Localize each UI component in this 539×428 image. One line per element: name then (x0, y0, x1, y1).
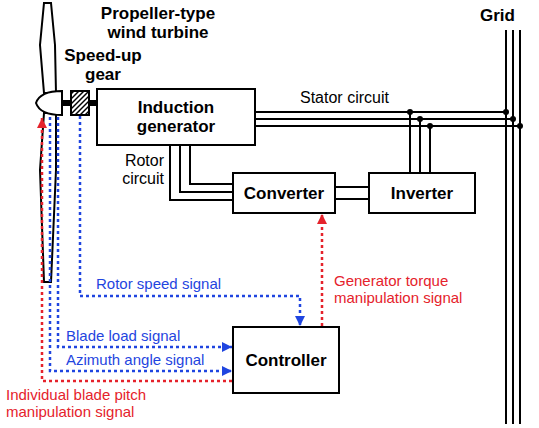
node-label: Controller (245, 351, 326, 370)
controller-box: Controller (232, 326, 340, 394)
inverter-box: Inverter (368, 172, 476, 214)
node-label: Inverter (391, 184, 453, 203)
edge-label: Rotor circuit (96, 152, 164, 188)
turbine-title: Propeller-type wind turbine (88, 4, 228, 42)
grid-title: Grid (480, 6, 515, 25)
junction-dot (517, 123, 523, 129)
signal-label: Blade load signal (66, 327, 180, 344)
junction-dot (503, 109, 509, 115)
node-label: Speed-up gear (58, 46, 148, 84)
stator-wires (256, 112, 520, 126)
edge-label: Rotor speed signal (96, 275, 221, 292)
dc-link-wires (336, 187, 368, 199)
node-label: Converter (244, 184, 324, 203)
edge-label: Generator torque manipulation signal (334, 272, 494, 306)
main-shaft (62, 100, 70, 106)
junction-dots (407, 109, 523, 129)
upper-blade (40, 3, 56, 93)
signal-label: Individual blade pitch manipulation sign… (6, 386, 186, 420)
torque-signal-line (321, 214, 324, 326)
circuit-label: Stator circuit (300, 89, 389, 107)
speed-signal-line (80, 116, 300, 326)
azimuth-wire (50, 117, 232, 371)
gear-hatch (70, 90, 90, 116)
rotor-wires (170, 146, 232, 200)
gear-block: Speed-up gear (70, 90, 90, 116)
hub (36, 91, 62, 115)
gear-outline (71, 91, 89, 115)
junction-dot (407, 109, 413, 115)
converter-box: Converter (232, 172, 336, 214)
inverter-wires (410, 112, 430, 172)
grid-bus (506, 30, 520, 424)
junction-dot (427, 123, 433, 129)
junction-dot (417, 116, 423, 122)
signal-label: Azimuth angle signal (66, 351, 204, 368)
generator-box: Induction generator (96, 88, 256, 146)
pitch-wire (42, 118, 232, 381)
junction-dot (510, 116, 516, 122)
blade-load-wire (58, 117, 232, 347)
node-label: Induction generator (121, 98, 231, 136)
